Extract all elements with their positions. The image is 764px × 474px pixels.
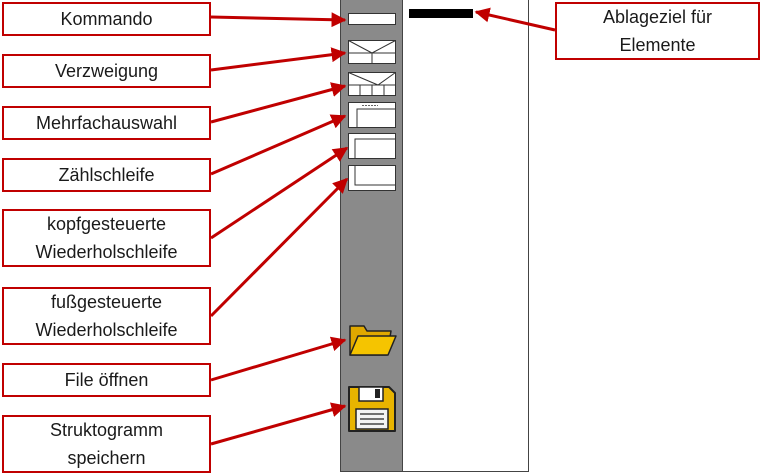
do-while-loop-tool[interactable] <box>348 165 396 191</box>
arrow-file-oeffnen <box>210 336 347 382</box>
label-speichern-line2: speichern <box>67 448 146 468</box>
branch-block-tool[interactable] <box>348 40 396 64</box>
arrow-kopfgesteuert <box>210 146 349 240</box>
label-file-oeffnen-text: File öffnen <box>64 370 149 390</box>
label-kommando-text: Kommando <box>60 9 153 29</box>
case-block-tool[interactable] <box>348 72 396 96</box>
while-loop-tool[interactable] <box>348 133 396 159</box>
label-kopfgesteuert-line2: Wiederholschleife <box>35 242 178 262</box>
label-speichern-line1: Struktogramm <box>49 420 164 440</box>
struktogramm-canvas[interactable] <box>403 0 529 472</box>
label-kommando: Kommando <box>2 2 211 36</box>
label-verzweigung-text: Verzweigung <box>54 61 159 81</box>
arrow-mehrfachauswahl <box>210 82 347 124</box>
label-fussgesteuerte-wiederholschleife: fußgesteuerte Wiederholschleife <box>2 287 211 345</box>
label-struktogramm-speichern: Struktogramm speichern <box>2 415 211 473</box>
arrow-fussgesteuert <box>209 177 349 318</box>
label-fussgesteuert-line1: fußgesteuerte <box>50 292 163 312</box>
arrow-speichern <box>210 402 347 446</box>
label-kopfgesteuert-line1: kopfgesteuerte <box>46 214 167 234</box>
label-file-oeffnen: File öffnen <box>2 363 211 397</box>
case-block-icon <box>348 72 396 96</box>
save-struktogramm-button[interactable] <box>347 385 397 433</box>
open-file-button[interactable] <box>347 319 397 359</box>
for-loop-icon <box>348 102 396 128</box>
folder-open-icon <box>349 325 397 356</box>
label-mehrfachauswahl: Mehrfachauswahl <box>2 106 211 140</box>
label-mehrfachauswahl-text: Mehrfachauswahl <box>35 113 178 133</box>
label-ablageziel: Ablageziel für Elemente <box>555 2 760 60</box>
drop-target-bar[interactable] <box>409 9 473 18</box>
command-block-tool[interactable] <box>348 13 396 25</box>
for-loop-tool[interactable] <box>348 102 396 128</box>
label-ablageziel-line1: Ablageziel für <box>602 7 713 27</box>
label-verzweigung: Verzweigung <box>2 54 211 88</box>
label-zaehlschleife-text: Zählschleife <box>58 165 155 185</box>
label-fussgesteuert-line2: Wiederholschleife <box>35 320 178 340</box>
label-zaehlschleife: Zählschleife <box>2 158 211 192</box>
arrow-zaehlschleife <box>210 114 347 176</box>
branch-block-icon <box>348 40 396 64</box>
arrow-verzweigung <box>210 47 347 72</box>
arrow-kommando <box>210 12 347 28</box>
label-ablageziel-line2: Elemente <box>619 35 696 55</box>
floppy-disk-icon <box>348 386 396 432</box>
do-while-loop-icon <box>348 165 396 191</box>
while-loop-icon <box>348 133 396 159</box>
label-kopfgesteuerte-wiederholschleife: kopfgesteuerte Wiederholschleife <box>2 209 211 267</box>
command-block-icon <box>348 13 396 25</box>
